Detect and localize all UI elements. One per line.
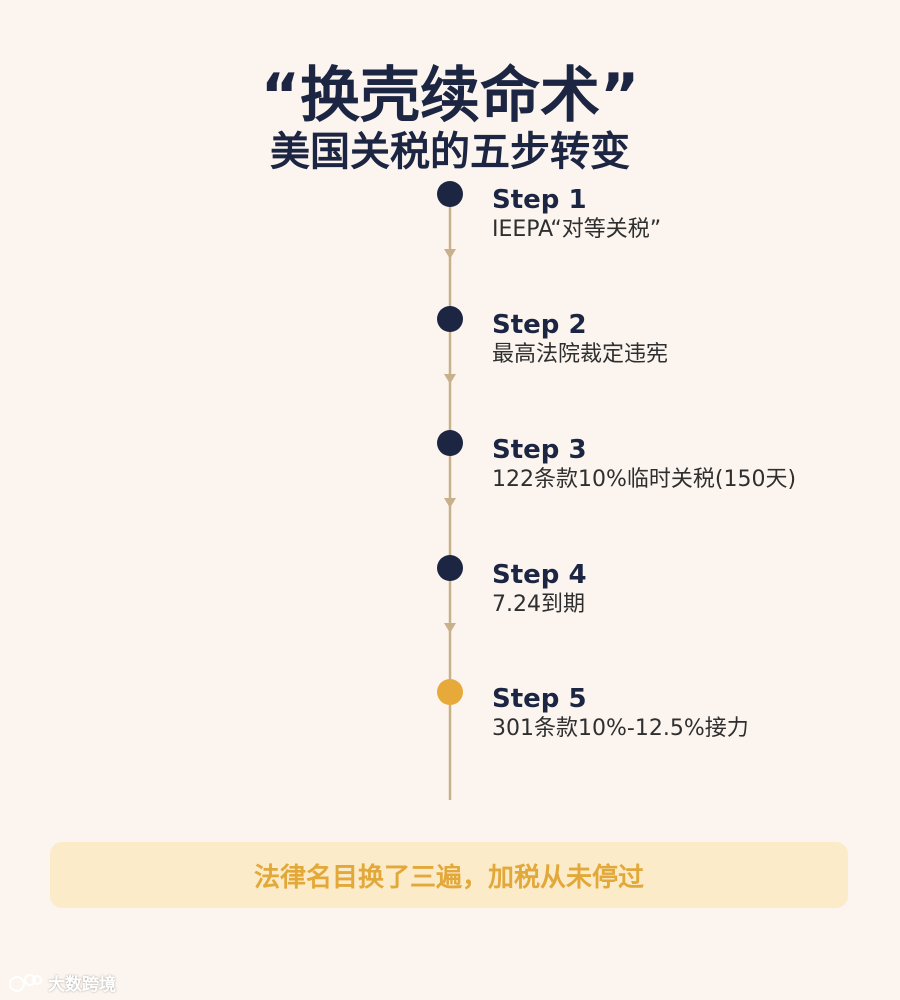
timeline-arrow-icon bbox=[444, 623, 456, 633]
brand-logo-icon bbox=[9, 973, 42, 992]
timeline-step-4: Step 4 7.24到期 bbox=[492, 560, 892, 620]
page-subtitle: 美国关税的五步转变 bbox=[270, 129, 630, 175]
step-4-description: 7.24到期 bbox=[492, 592, 585, 617]
timeline-arrow-icon bbox=[444, 498, 456, 508]
step-5-description: 301条款10%-12.5%接力 bbox=[492, 716, 749, 741]
page-title: “换壳续命术” bbox=[260, 61, 640, 131]
timeline-step-2: Step 2 最高法院裁定违宪 bbox=[492, 310, 892, 370]
timeline-arrow-icon bbox=[444, 374, 456, 384]
step-4-label: Step 4 bbox=[492, 560, 587, 590]
step-3-dot bbox=[437, 430, 463, 456]
step-5-dot bbox=[437, 679, 463, 705]
step-2-dot bbox=[437, 306, 463, 332]
summary-text: 法律名目换了三遍，加税从未停过 bbox=[253, 862, 644, 893]
watermark-text: 大数跨境 bbox=[48, 975, 116, 995]
watermark: 大数跨境 bbox=[8, 970, 116, 995]
step-3-description: 122条款10%临时关税(150天) bbox=[492, 467, 797, 492]
step-2-description: 最高法院裁定违宪 bbox=[492, 342, 669, 367]
step-3-label: Step 3 bbox=[492, 435, 587, 465]
step-2-label: Step 2 bbox=[492, 310, 587, 340]
step-1-description: IEEPA“对等关税” bbox=[492, 217, 662, 242]
step-5-label: Step 5 bbox=[492, 684, 587, 714]
timeline-step-1: Step 1 IEEPA“对等关税” bbox=[492, 185, 892, 245]
step-4-dot bbox=[437, 555, 463, 581]
step-1-dot bbox=[437, 181, 463, 207]
summary-banner: 法律名目换了三遍，加税从未停过 bbox=[50, 842, 848, 908]
step-1-label: Step 1 bbox=[492, 185, 587, 215]
timeline-step-5: Step 5 301条款10%-12.5%接力 bbox=[492, 684, 892, 744]
timeline-step-3: Step 3 122条款10%临时关税(150天) bbox=[492, 435, 892, 495]
timeline-arrow-icon bbox=[444, 249, 456, 259]
